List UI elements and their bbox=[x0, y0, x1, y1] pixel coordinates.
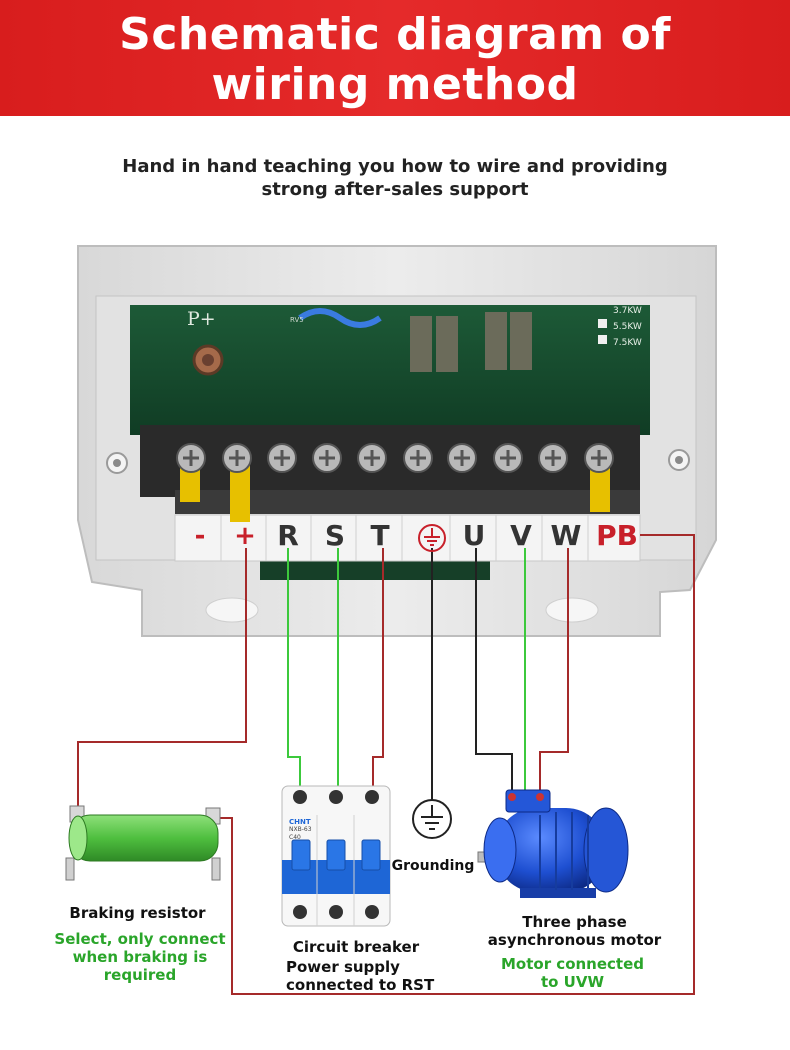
grounding-label: Grounding bbox=[391, 858, 475, 874]
motor-title: Three phase asynchronous motor bbox=[482, 913, 667, 949]
breaker-brand: CHNT bbox=[289, 818, 311, 826]
terminal-label: U bbox=[462, 519, 486, 552]
three-phase-motor bbox=[477, 789, 629, 898]
motor-note-line-1: Motor connected bbox=[500, 955, 645, 973]
terminal-label: PB bbox=[596, 519, 638, 552]
circuit-breaker bbox=[281, 785, 391, 927]
breaker-title: Circuit breaker bbox=[292, 938, 420, 956]
ground-symbol-icon bbox=[412, 799, 452, 839]
title-line-1: Schematic diagram of bbox=[119, 9, 671, 60]
resistor-note: Select, only connect when braking is req… bbox=[40, 930, 240, 984]
wire-plus-to-resistor bbox=[77, 548, 247, 808]
terminal-label: W bbox=[550, 519, 582, 552]
resistor-note-line-2: when braking is bbox=[72, 948, 208, 966]
terminal-label: R bbox=[277, 519, 299, 552]
breaker-note: Power supply connected to RST bbox=[286, 958, 436, 994]
board-p-plus-label: P+ bbox=[187, 308, 216, 330]
power-option-7-5kw: 7.5KW bbox=[613, 338, 642, 348]
wire-u bbox=[475, 548, 513, 790]
braking-resistor bbox=[65, 805, 221, 881]
resistor-title: Braking resistor bbox=[69, 904, 206, 922]
ground-terminal-icon bbox=[416, 522, 448, 558]
subtitle: Hand in hand teaching you how to wire an… bbox=[0, 155, 790, 201]
wire-r bbox=[287, 548, 301, 786]
terminal-label: S bbox=[324, 519, 346, 552]
power-option-3-7kw: 3.7KW bbox=[613, 306, 642, 316]
breaker-note-line-1: Power supply bbox=[286, 958, 400, 976]
resistor-note-line-1: Select, only connect bbox=[54, 930, 226, 948]
motor-title-line-2: asynchronous motor bbox=[487, 931, 662, 949]
terminal-separators bbox=[220, 515, 589, 561]
title-line-2: wiring method bbox=[211, 59, 579, 110]
resistor-note-line-3: required bbox=[103, 966, 177, 984]
terminal-label: T bbox=[370, 519, 390, 552]
wire-pb-to-resistor bbox=[215, 534, 695, 995]
motor-title-line-1: Three phase bbox=[522, 913, 627, 931]
title-banner bbox=[0, 0, 790, 116]
breaker-model: NXB-63 bbox=[289, 826, 312, 833]
motor-note: Motor connected to UVW bbox=[490, 955, 655, 991]
breaker-label: CHNT NXB-63 C40 bbox=[289, 818, 312, 842]
power-options: 3.7KW 5.5KW 7.5KW bbox=[613, 303, 642, 351]
terminal-screws bbox=[176, 443, 614, 473]
terminal-label: - bbox=[194, 521, 206, 551]
wires bbox=[77, 534, 695, 995]
motor-note-line-2: to UVW bbox=[540, 973, 605, 991]
wire-t bbox=[372, 548, 384, 786]
terminal-label: + bbox=[234, 521, 256, 551]
page-title: Schematic diagram of wiring method bbox=[0, 10, 790, 110]
power-option-5-5kw: 5.5KW bbox=[613, 322, 642, 332]
terminal-label: V bbox=[510, 519, 532, 552]
board-rv5-label: RV5 bbox=[290, 316, 304, 324]
breaker-note-line-2: connected to RST bbox=[286, 976, 435, 994]
wire-w bbox=[539, 548, 569, 790]
breaker-rating: C40 bbox=[289, 834, 301, 841]
subtitle-line-2: strong after-sales support bbox=[261, 179, 529, 200]
subtitle-line-1: Hand in hand teaching you how to wire an… bbox=[122, 156, 668, 177]
